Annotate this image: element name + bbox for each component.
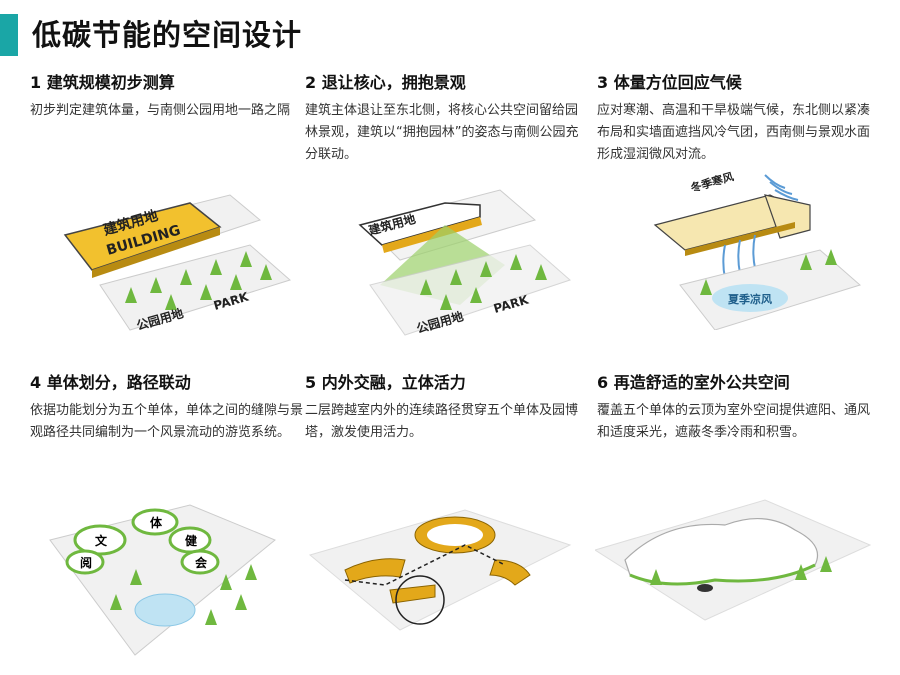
water-pool <box>712 284 788 312</box>
panel-2-body: 建筑主体退让至东北侧，将核心公共空间留给园林景观，建筑以“拥抱园林”的姿态与南侧… <box>305 103 579 162</box>
panel-3-body: 应对寒潮、高温和干旱极端气候，东北侧以紧凑布局和实墙面遮挡风冷气团，西南侧与景观… <box>597 103 871 162</box>
unit-label-1: 体 <box>150 515 163 530</box>
panel-4-heading: 4 单体划分，路径联动 <box>30 373 191 392</box>
panel-4-body: 依据功能划分为五个单体，单体之间的缝隙与景观路径共同编制为一个风景流动的游览系统… <box>30 403 304 440</box>
panel-1: 1 建筑规模初步测算 初步判定建筑体量，与南侧公园用地一路之隔 <box>30 72 310 122</box>
panel-4-illustration: 文 体 健 阅 会 <box>40 500 320 660</box>
panel-3-illustration: 冬季寒风 夏季凉风 <box>600 169 880 331</box>
panel-6-heading: 6 再造舒适的室外公共空间 <box>597 373 790 392</box>
panel-1-illustration: 建筑用地 BUILDING 公园用地 PARK <box>30 175 310 335</box>
unit-label-3: 阅 <box>80 555 92 570</box>
unit-label-4: 会 <box>195 555 208 570</box>
panel-3: 3 体量方位回应气候 应对寒潮、高温和干旱极端气候，东北侧以紧凑布局和实墙面遮挡… <box>597 72 877 166</box>
title-accent-bar <box>0 14 18 56</box>
panel-6: 6 再造舒适的室外公共空间 覆盖五个单体的云顶为室外空间提供遮阳、通风和适度采光… <box>597 372 877 444</box>
unit-label-0: 文 <box>95 533 108 548</box>
panel-2-heading: 2 退让核心，拥抱景观 <box>305 73 466 92</box>
panel-5: 5 内外交融，立体活力 二层跨越室内外的连续路径贯穿五个单体及园博塔，激发使用活… <box>305 372 585 444</box>
panel-2-illustration: 建筑用地 公园用地 PARK <box>310 185 590 345</box>
panel-5-body: 二层跨越室内外的连续路径贯穿五个单体及园博塔，激发使用活力。 <box>305 403 579 440</box>
winter-wind-label: 冬季寒风 <box>689 170 735 195</box>
panel-5-heading: 5 内外交融，立体活力 <box>305 373 466 392</box>
unit-label-2: 健 <box>185 533 198 548</box>
panel-2: 2 退让核心，拥抱景观 建筑主体退让至东北侧，将核心公共空间留给园林景观，建筑以… <box>305 72 585 166</box>
summer-wind-label: 夏季凉风 <box>728 292 772 306</box>
panel-6-body: 覆盖五个单体的云顶为室外空间提供遮阳、通风和适度采光，遮蔽冬季冷雨和积雪。 <box>597 403 871 440</box>
panel-3-heading: 3 体量方位回应气候 <box>597 73 742 92</box>
panel-5-illustration <box>305 505 585 665</box>
panel-4: 4 单体划分，路径联动 依据功能划分为五个单体，单体之间的缝隙与景观路径共同编制… <box>30 372 310 444</box>
page-title: 低碳节能的空间设计 <box>32 18 303 52</box>
panel-1-body: 初步判定建筑体量，与南侧公园用地一路之隔 <box>30 103 291 118</box>
panel-6-illustration <box>593 490 875 650</box>
panel-1-heading: 1 建筑规模初步测算 <box>30 73 175 92</box>
